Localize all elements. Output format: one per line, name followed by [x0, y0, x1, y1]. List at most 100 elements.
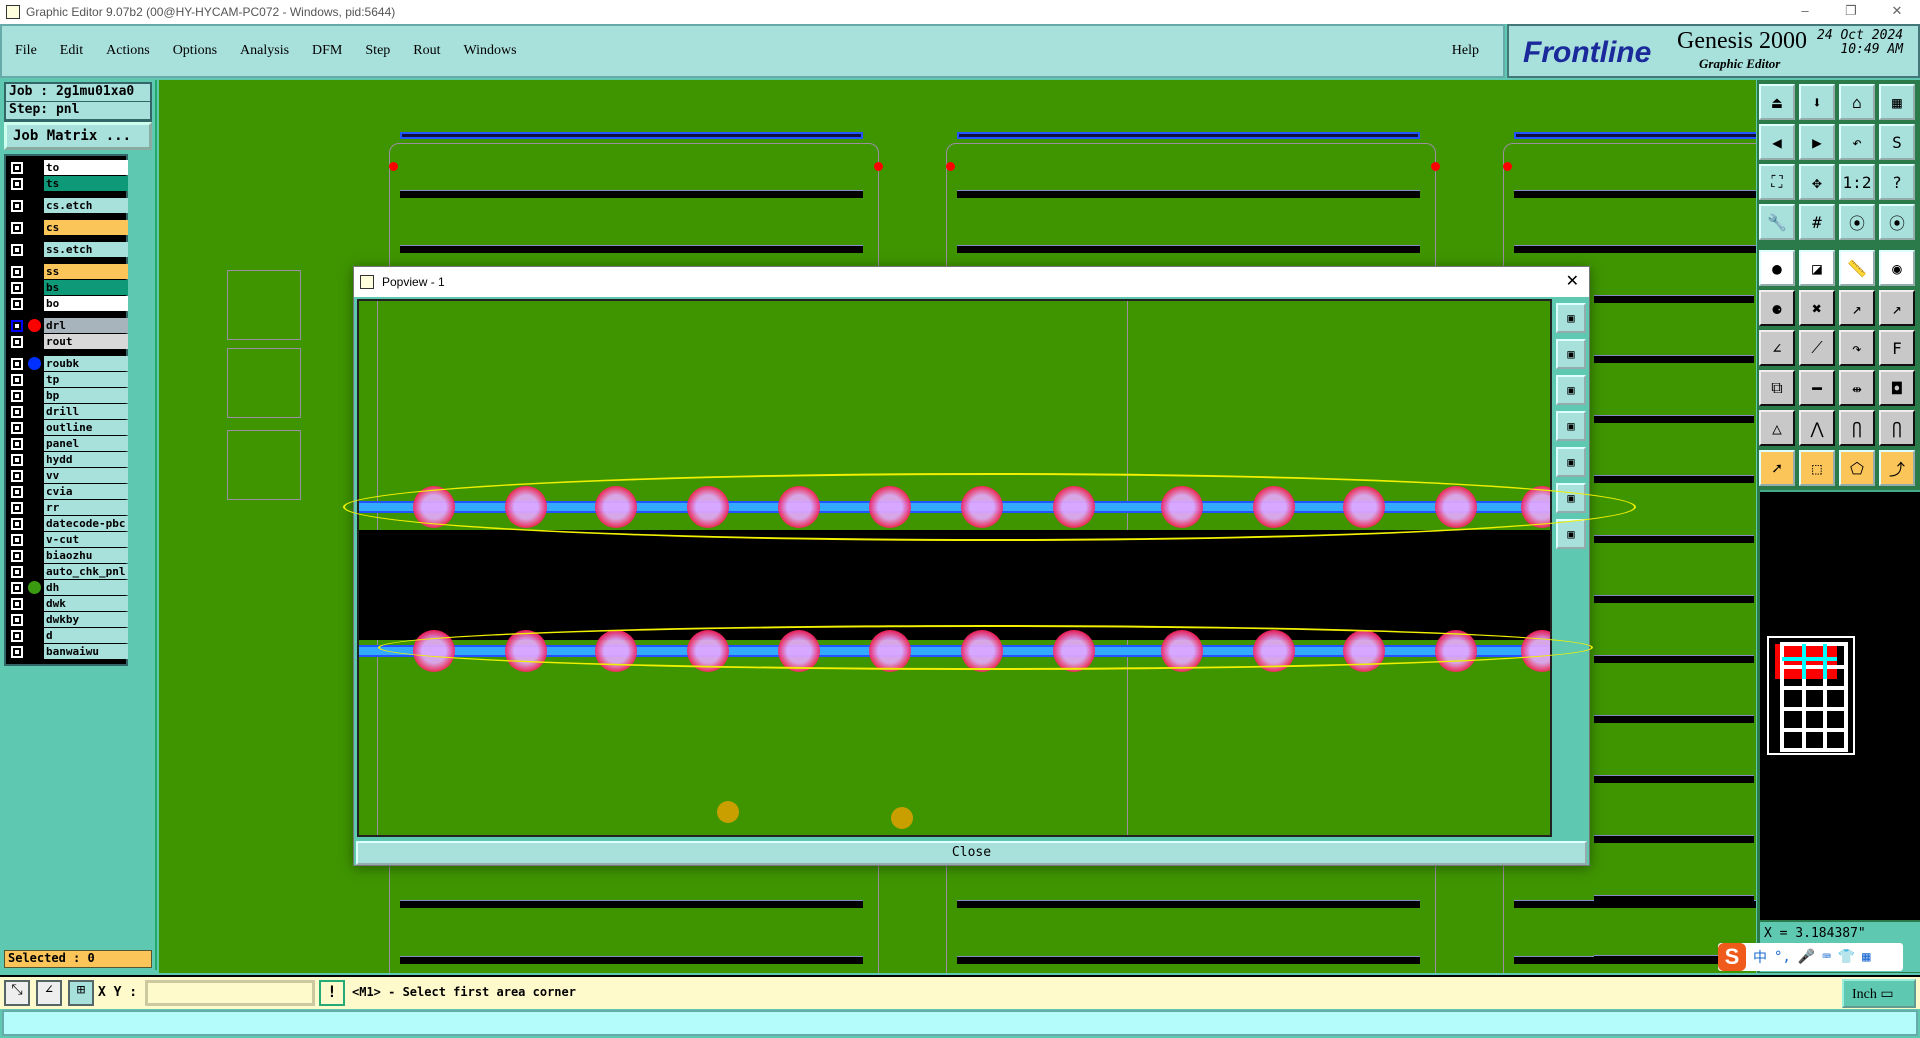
move-down-icon[interactable]: ▣ [1556, 375, 1586, 405]
layer-row-cvia[interactable]: cvia [8, 484, 128, 499]
home-icon[interactable]: ⌂ [1839, 84, 1875, 120]
layer-row-dh[interactable]: dh [8, 580, 128, 595]
layer-checkbox[interactable] [11, 581, 23, 594]
layer-row-v-cut[interactable]: v-cut [8, 532, 128, 547]
arch-1-icon[interactable]: ⋂ [1839, 410, 1875, 446]
layer-row-d[interactable]: d [8, 628, 128, 643]
netlist-1-icon[interactable]: ⦿ [1839, 204, 1875, 240]
menu-step[interactable]: Step [365, 43, 391, 58]
layer-checkbox[interactable] [11, 517, 23, 530]
measure-gap-icon[interactable]: ⇹ [1839, 370, 1875, 406]
close-window-button[interactable]: ✕ [1891, 3, 1903, 18]
layer-checkbox[interactable] [11, 389, 23, 402]
layer-row-banwaiwu[interactable]: banwaiwu [8, 644, 128, 659]
layer-checkbox[interactable] [11, 421, 23, 434]
layer-checkbox[interactable] [11, 319, 23, 332]
move-down-icon[interactable]: ⬇ [1799, 84, 1835, 120]
layer-checkbox[interactable] [11, 221, 23, 234]
move-up-icon[interactable]: ⏏ [1759, 84, 1795, 120]
layer-checkbox[interactable] [11, 357, 23, 370]
layer-checkbox[interactable] [11, 565, 23, 578]
skin-icon[interactable]: 👕 [1837, 949, 1856, 965]
netlist-2-icon[interactable]: ⦿ [1879, 204, 1915, 240]
menu-file[interactable]: File [15, 43, 37, 58]
zoom-in-icon[interactable]: ▣ [1556, 303, 1586, 333]
pad-to-pad-icon[interactable]: ↗ [1839, 290, 1875, 326]
pan-left-icon[interactable]: ▣ [1556, 411, 1586, 441]
triangle-1-icon[interactable]: △ [1759, 410, 1795, 446]
layer-row-auto_chk_pnl[interactable]: auto_chk_pnl [8, 564, 128, 579]
angle-line-icon[interactable]: ∠ [1759, 330, 1795, 366]
menu-help[interactable]: Help [1451, 43, 1479, 58]
arc-icon[interactable]: ↷ [1839, 330, 1875, 366]
layer-row-bp[interactable]: bp [8, 388, 128, 403]
zoom-fit-icon[interactable]: ⛶ [1759, 164, 1795, 200]
ime-mode-toggle[interactable]: 中 [1753, 950, 1767, 966]
close-icon[interactable]: ✕ [1565, 273, 1579, 290]
menu-options[interactable]: Options [172, 43, 218, 58]
layer-checkbox[interactable] [11, 613, 23, 626]
pan-right-icon[interactable]: ▣ [1556, 447, 1586, 477]
ime-toolbar[interactable]: S 中 °, 🎤 ⌨ 👕 ▦ [1718, 943, 1903, 971]
line-seg-icon[interactable]: ━ [1799, 370, 1835, 406]
grid-icon[interactable]: # [1799, 204, 1835, 240]
zoom-area-icon[interactable]: ⤡ [4, 980, 30, 1006]
layer-checkbox[interactable] [11, 549, 23, 562]
layer-row-cs.etch[interactable]: cs.etch [8, 198, 128, 213]
layer-checkbox[interactable] [11, 199, 23, 212]
popview-close-button[interactable]: Close [356, 841, 1587, 865]
layer-checkbox[interactable] [11, 281, 23, 294]
layer-checkbox[interactable] [11, 453, 23, 466]
select-arrow-icon[interactable]: ➚ [1759, 450, 1795, 486]
popview-canvas[interactable] [357, 299, 1552, 837]
line-angle-icon[interactable]: ⟋ [1799, 330, 1835, 366]
layer-row-bo[interactable]: bo [8, 296, 128, 311]
menu-windows[interactable]: Windows [463, 43, 517, 58]
pad-move-icon[interactable]: ● [1759, 250, 1795, 286]
zoom-center-icon[interactable]: ✥ [1799, 164, 1835, 200]
select-box-icon[interactable]: ⬚ [1799, 450, 1835, 486]
xy-input[interactable] [145, 980, 315, 1006]
unit-selector[interactable]: Inch ▭ [1842, 979, 1916, 1008]
menu-actions[interactable]: Actions [106, 43, 150, 58]
triangle-2-icon[interactable]: ⋀ [1799, 410, 1835, 446]
apps-icon[interactable]: ▦ [1862, 949, 1871, 965]
layer-row-bs[interactable]: bs [8, 280, 128, 295]
menu-rout[interactable]: Rout [413, 43, 441, 58]
ruler-icon[interactable]: 📏 [1839, 250, 1875, 286]
layer-row-dwk[interactable]: dwk [8, 596, 128, 611]
layer-row-hydd[interactable]: hydd [8, 452, 128, 467]
layer-row-vv[interactable]: vv [8, 468, 128, 483]
layer-checkbox[interactable] [11, 177, 23, 190]
menu-edit[interactable]: Edit [59, 43, 84, 58]
snap-box-icon[interactable]: ◪ [1799, 250, 1835, 286]
help-icon[interactable]: ? [1879, 164, 1915, 200]
popview-titlebar[interactable]: Popview - 1 [354, 267, 1589, 297]
layer-row-dwkby[interactable]: dwkby [8, 612, 128, 627]
zoom-center-icon[interactable]: ▣ [1556, 519, 1586, 549]
layer-row-biaozhu[interactable]: biaozhu [8, 548, 128, 563]
job-matrix-button[interactable]: Job Matrix ... [4, 122, 152, 150]
layer-checkbox[interactable] [11, 161, 23, 174]
layer-row-drl[interactable]: drl [8, 318, 128, 333]
layer-checkbox[interactable] [11, 405, 23, 418]
layer-row-roubk[interactable]: roubk [8, 356, 128, 371]
cross-pad-icon[interactable]: ✖ [1799, 290, 1835, 326]
layer-row-drill[interactable]: drill [8, 404, 128, 419]
route-icon[interactable]: S [1879, 124, 1915, 160]
layer-checkbox[interactable] [11, 597, 23, 610]
maximize-button[interactable]: ❐ [1845, 3, 1857, 18]
layer-row-ss[interactable]: ss [8, 264, 128, 279]
layer-checkbox[interactable] [11, 533, 23, 546]
ime-punctuation[interactable]: °, [1774, 949, 1791, 965]
box-move-icon[interactable]: ⧉ [1759, 370, 1795, 406]
menu-dfm[interactable]: DFM [312, 43, 343, 58]
alert-button[interactable]: ! [319, 980, 345, 1006]
shapes-icon[interactable]: ◘ [1879, 370, 1915, 406]
layer-checkbox[interactable] [11, 645, 23, 658]
microphone-icon[interactable]: 🎤 [1797, 949, 1816, 965]
layer-row-datecode-pbc[interactable]: datecode-pbc [8, 516, 128, 531]
pad-select-icon[interactable]: ◉ [1879, 250, 1915, 286]
connect-icon[interactable]: ⚈ [1759, 290, 1795, 326]
layer-row-cs[interactable]: cs [8, 220, 128, 235]
